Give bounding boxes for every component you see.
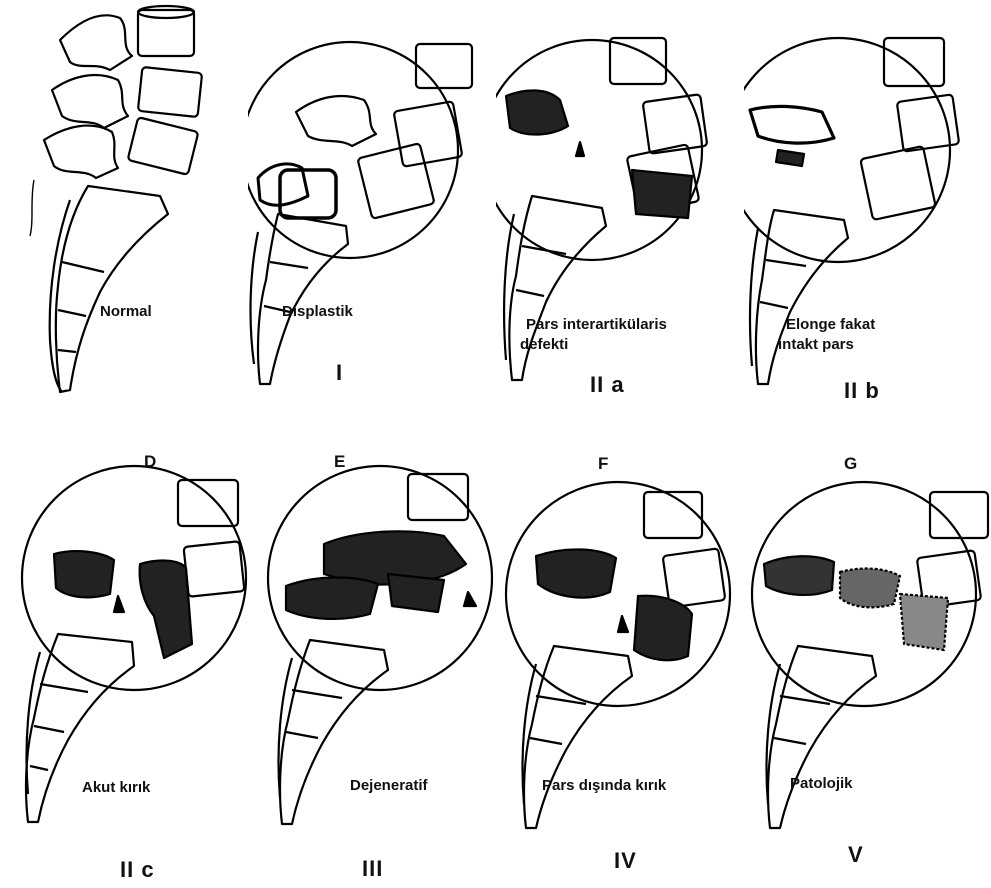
panel-caption: Pars dışında kırık xyxy=(542,777,666,795)
panel-caption: Normal xyxy=(100,303,152,321)
spine-drawing xyxy=(0,444,248,888)
type-numeral: II c xyxy=(120,857,155,883)
panel-acute-fracture: D Akut kırık II c xyxy=(0,444,248,888)
type-numeral: II b xyxy=(844,378,880,404)
panel-degenerative: E Dejeneratif III xyxy=(248,444,496,888)
panel-fracture-outside-pars: F Pars dışında kırık IV xyxy=(496,444,744,888)
panel-caption: Patolojik xyxy=(790,775,853,793)
panel-letter: G xyxy=(844,454,857,474)
panel-caption: Dejeneratif xyxy=(350,777,428,795)
panel-dysplastic: Displastik I xyxy=(248,0,496,444)
type-numeral: I xyxy=(336,360,343,386)
type-numeral: II a xyxy=(590,372,625,398)
panel-pathologic: G Patolojik V xyxy=(744,444,991,888)
panel-letter: F xyxy=(598,454,608,474)
panel-caption: Displastik xyxy=(282,303,353,321)
panel-isthmic-lytic: Pars interartikülaris defekti II a xyxy=(496,0,744,444)
spine-drawing xyxy=(248,0,496,444)
panel-caption-line2: intakt pars xyxy=(778,336,854,354)
panel-caption: Elonge fakat xyxy=(786,316,875,334)
type-numeral: III xyxy=(362,856,383,882)
panel-isthmic-elongated: Elonge fakat intakt pars II b xyxy=(744,0,991,444)
panel-caption-line2: defekti xyxy=(520,336,568,354)
type-numeral: V xyxy=(848,842,864,868)
spine-drawing xyxy=(496,444,744,888)
panel-letter: E xyxy=(334,452,345,472)
panel-caption: Akut kırık xyxy=(82,779,150,797)
spine-drawing xyxy=(0,0,248,444)
spine-drawing xyxy=(744,444,991,888)
panel-caption: Pars interartikülaris xyxy=(526,316,667,334)
panel-letter: D xyxy=(144,452,156,472)
panel-normal: Normal xyxy=(0,0,248,444)
spine-drawing xyxy=(248,444,496,888)
type-numeral: IV xyxy=(614,848,637,874)
